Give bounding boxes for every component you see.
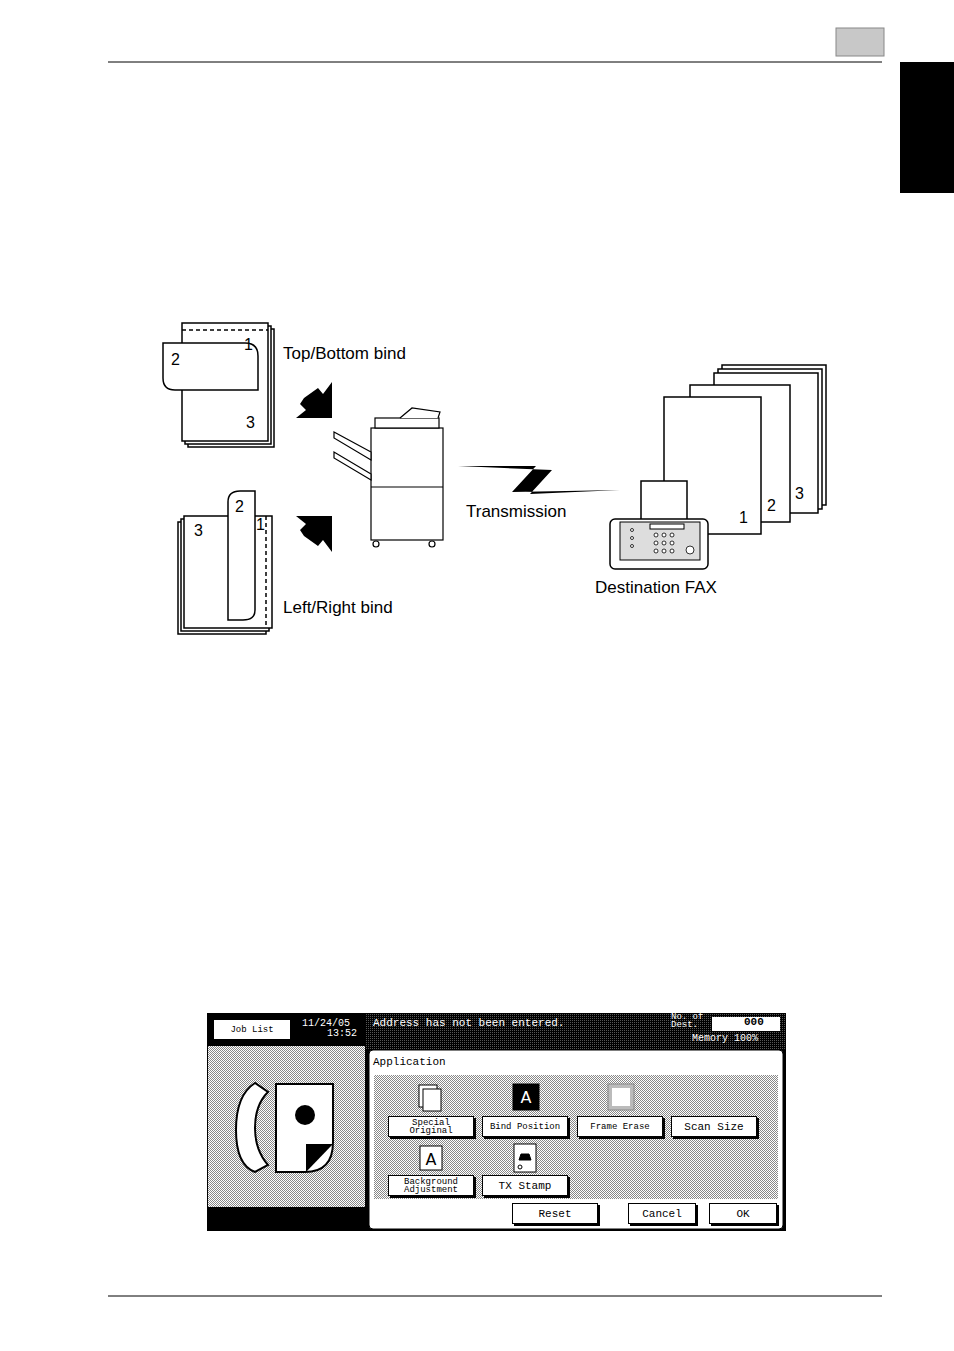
page-number: 1 (256, 516, 265, 534)
screen-text: Address has not been entered. (373, 1018, 564, 1029)
screen-button: OK (709, 1203, 777, 1224)
screen-text: No. of Dest. (671, 1013, 707, 1029)
screen-button: Bind Position (482, 1116, 568, 1137)
button-label: Job List (230, 1026, 273, 1034)
button-label: TX Stamp (499, 1180, 552, 1192)
application-panel: ApplicationSpecial Original Bind Position… (369, 1050, 783, 1229)
button-label: Background Adjustment (391, 1178, 471, 1194)
button-label: Cancel (642, 1208, 682, 1220)
screen-text: 000 (744, 1017, 764, 1028)
diagram-label: Transmission (466, 502, 566, 522)
diagram-label: Destination FAX (595, 578, 717, 598)
page-number: 1 (244, 336, 253, 354)
button-label: Reset (538, 1208, 571, 1220)
screen-text: 13:52 (327, 1029, 357, 1039)
button-label: Special Original (391, 1119, 471, 1135)
page-number: 2 (171, 351, 180, 369)
page-number: 2 (235, 498, 244, 516)
screen-button: Frame Erase (577, 1116, 663, 1137)
screen-button: Cancel (628, 1203, 696, 1224)
screen-button: Background Adjustment (388, 1175, 474, 1196)
button-label: Scan Size (684, 1121, 743, 1133)
svg-text:A: A (521, 1088, 532, 1107)
screen-button: Scan Size (671, 1116, 757, 1137)
svg-text:A: A (426, 1150, 437, 1169)
page-number: 1 (739, 509, 748, 527)
screen-text: 11/24/05 (302, 1019, 350, 1029)
screen-button: Reset (512, 1203, 598, 1224)
button-label: Bind Position (490, 1123, 560, 1131)
diagram-label: Top/Bottom bind (283, 344, 406, 364)
page-number: 3 (795, 485, 804, 503)
screen-button: TX Stamp (482, 1175, 568, 1196)
screen-text: Memory 100% (692, 1034, 758, 1044)
page-number: 3 (246, 414, 255, 432)
screen-button: Special Original (388, 1116, 474, 1137)
diagram-label: Left/Right bind (283, 598, 393, 618)
button-label: OK (736, 1208, 749, 1220)
button-label: Frame Erase (590, 1123, 649, 1131)
page-number: 2 (767, 497, 776, 515)
screen-button: Job List (213, 1019, 291, 1040)
panel-heading: Application (373, 1056, 446, 1068)
page-number: 3 (194, 522, 203, 540)
